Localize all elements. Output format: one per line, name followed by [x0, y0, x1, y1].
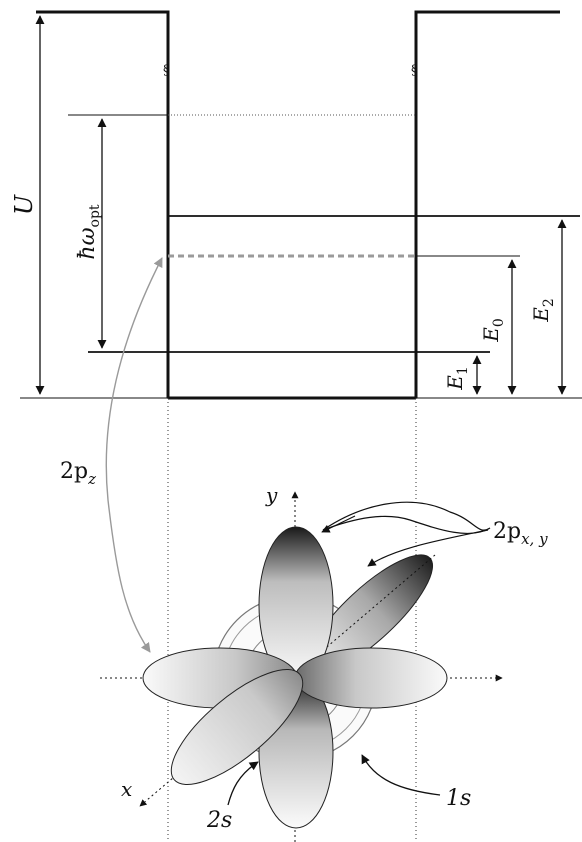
label-2pxy: 2px, y — [493, 519, 548, 548]
E0-sub: 0 — [491, 318, 507, 327]
label-hbar-omega: ħωopt — [75, 204, 103, 260]
label-E1: E1 — [443, 366, 471, 391]
break-mark-left: § — [163, 63, 170, 78]
2pz-transition-arrow — [105, 257, 163, 653]
2s-pointer — [227, 761, 259, 806]
potential-well: § § — [20, 10, 582, 400]
svg-text:E2: E2 — [529, 298, 557, 323]
axis-x-label: x — [121, 777, 132, 801]
svg-text:E0: E0 — [479, 318, 507, 343]
E0-text: E — [479, 327, 503, 343]
label-U: U — [10, 194, 38, 215]
svg-text:ħωopt: ħωopt — [75, 204, 103, 260]
2pxy-text: 2p — [493, 519, 521, 544]
2pz-text: 2p — [60, 459, 88, 484]
hbar-omega-text: ħω — [75, 227, 100, 259]
label-E2: E2 — [529, 298, 557, 323]
2pz-sub: z — [87, 470, 96, 488]
E2-sub: 2 — [541, 298, 557, 307]
well-outline-right — [414, 10, 560, 398]
E1-sub: 1 — [455, 366, 471, 375]
svg-text:E1: E1 — [443, 366, 471, 391]
label-1s: 1s — [446, 786, 471, 811]
orbital-2pz-lobe-right — [294, 647, 448, 709]
E2-text: E — [529, 307, 553, 323]
1s-pointer — [361, 754, 441, 796]
E1-text: E — [443, 375, 467, 391]
label-E0: E0 — [479, 318, 507, 343]
break-mark-right: § — [411, 63, 418, 78]
orbital-2px-lobe-front — [170, 668, 304, 786]
label-2pz: 2pz — [60, 459, 96, 488]
energy-arrows — [35, 15, 567, 395]
orbital-diagram: y x — [100, 483, 503, 842]
hbar-omega-sub: opt — [87, 204, 103, 227]
well-outline-left — [36, 10, 170, 398]
2pxy-arrow-top — [321, 515, 356, 533]
2pxy-pointer-shape — [322, 501, 491, 535]
label-2s: 2s — [206, 808, 232, 833]
2pxy-sub: x, y — [521, 530, 548, 548]
2pxy-arrow-lower — [367, 529, 489, 567]
axis-y-label: y — [265, 483, 278, 507]
energy-levels — [68, 114, 580, 353]
